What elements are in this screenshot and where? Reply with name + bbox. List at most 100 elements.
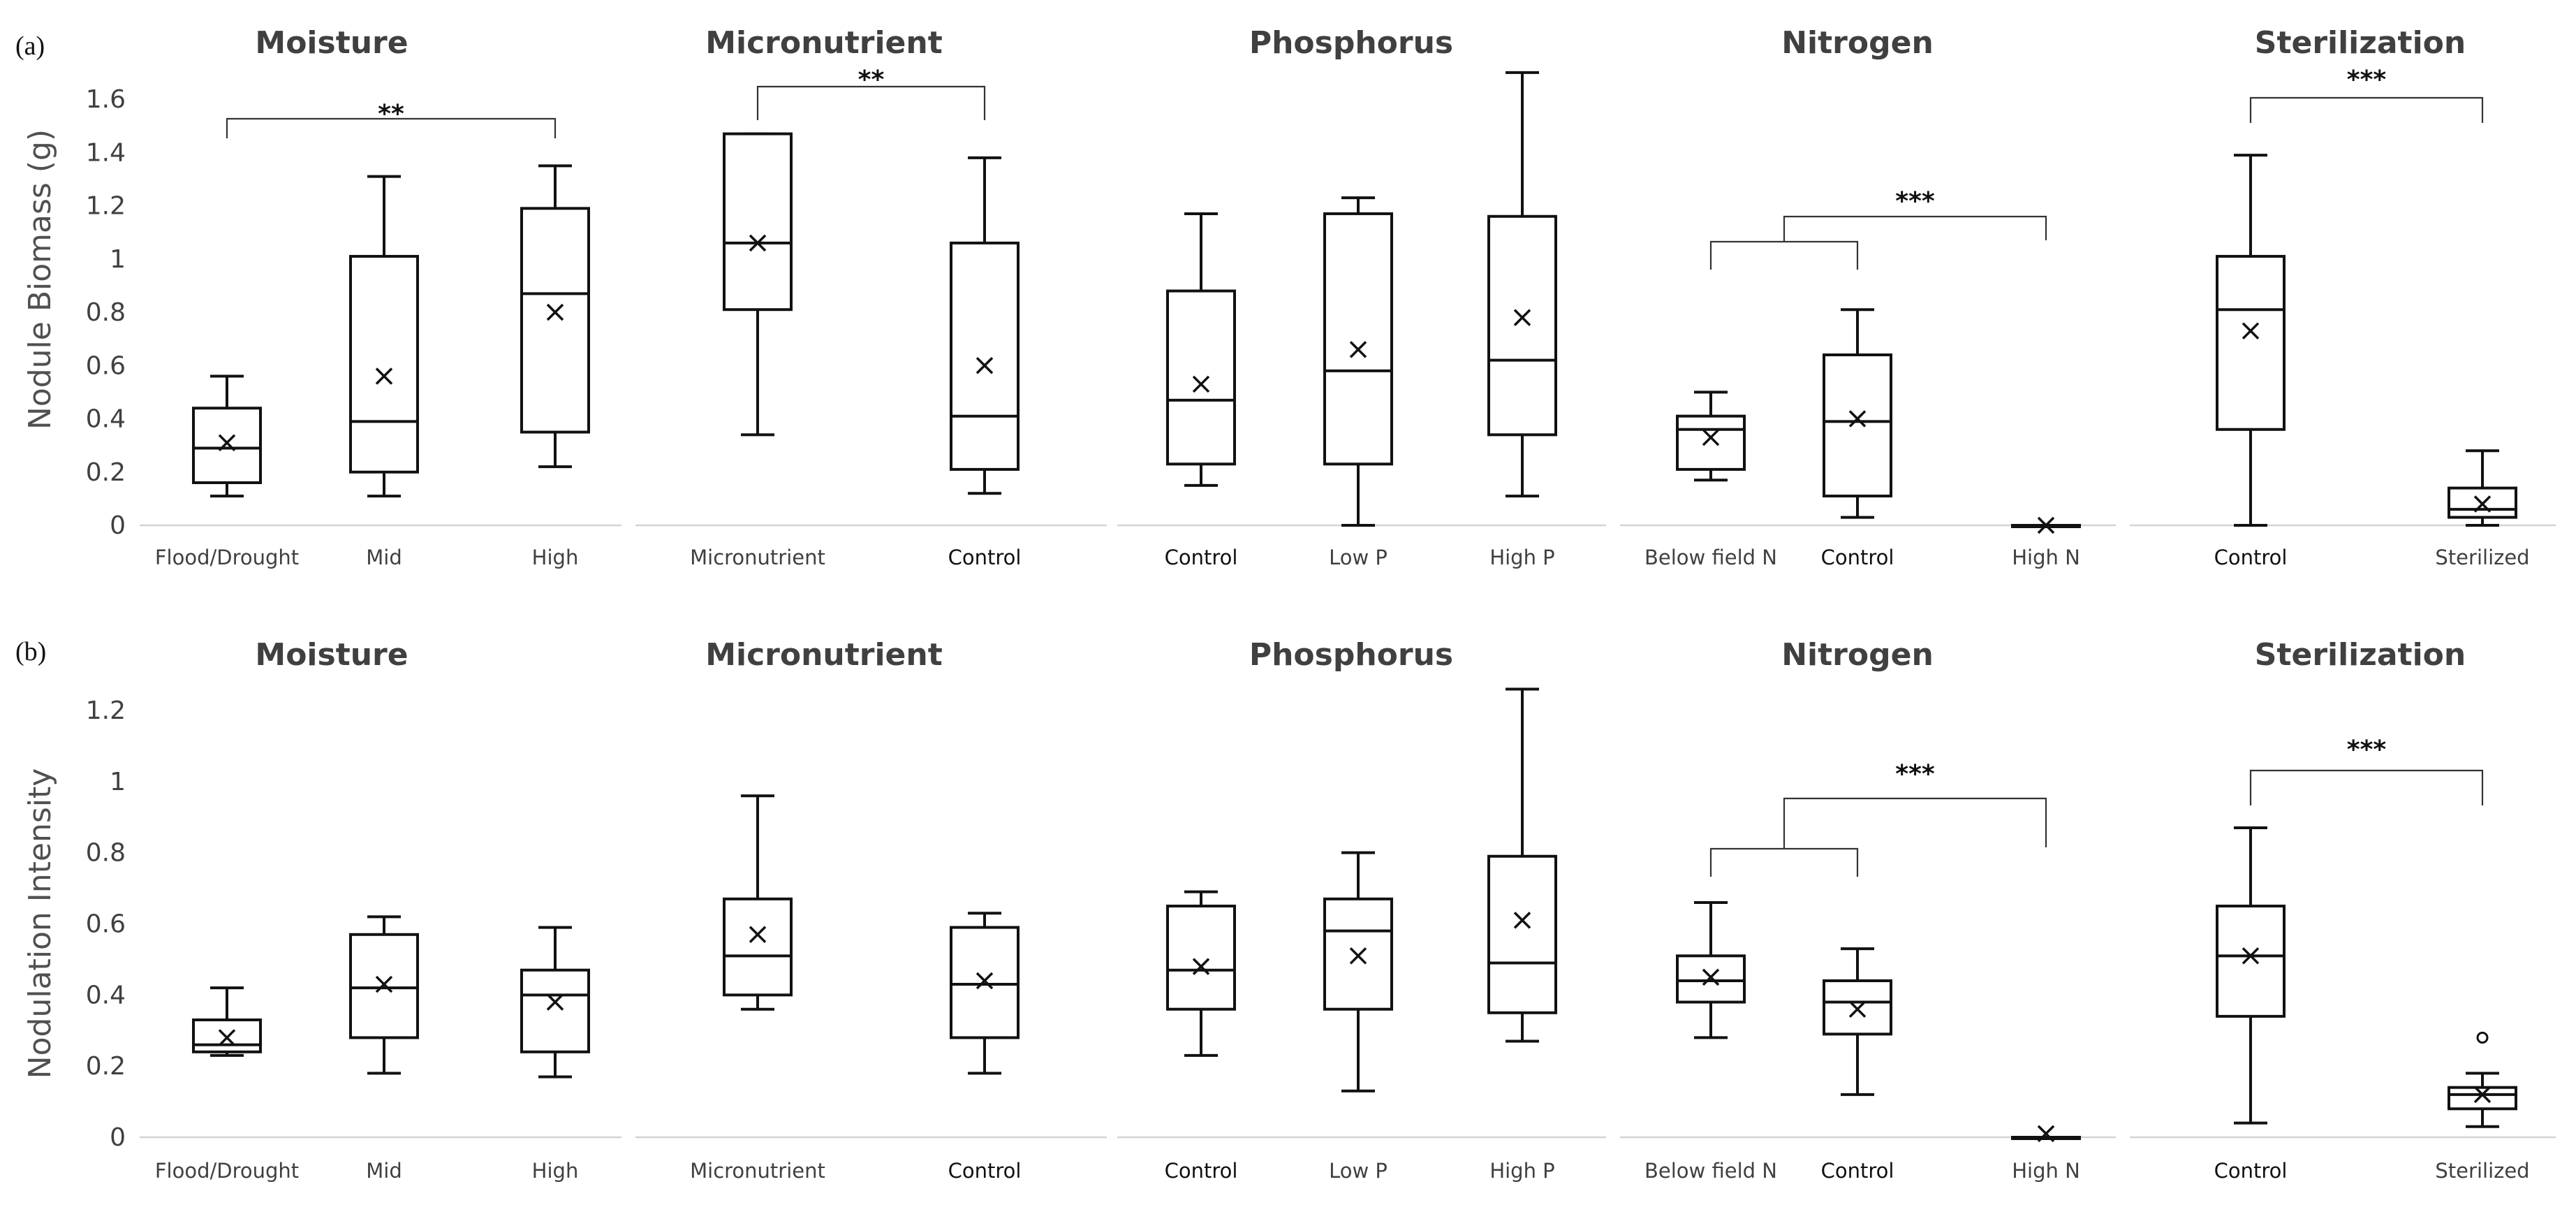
significance-label: ** [858, 66, 885, 94]
category-label: Control [2214, 1159, 2288, 1183]
bracket-line [226, 117, 557, 138]
y-tick-label: 0.2 [86, 1052, 126, 1081]
significance-label: *** [2347, 736, 2387, 764]
mean-marker [1192, 375, 1210, 393]
box-plot [1823, 308, 1892, 519]
box-plot [349, 915, 419, 1075]
mean-marker [1349, 341, 1367, 358]
box-plot [520, 926, 590, 1079]
category-label: High P [1489, 1159, 1554, 1183]
y-tick-label: 0.4 [86, 981, 126, 1009]
mean-marker [2473, 495, 2492, 513]
category-label: High N [2012, 546, 2080, 569]
box-plot [1487, 687, 1557, 1043]
category-label: High N [2012, 1159, 2080, 1183]
panel-label: (a) [15, 31, 45, 61]
box-plot [1823, 947, 1892, 1096]
category-label: High P [1489, 546, 1554, 569]
mean-marker [976, 357, 994, 374]
box-plot [723, 132, 793, 437]
panel-a: (a)Nodule Biomass (g)00.20.40.60.811.21.… [15, 25, 2556, 569]
box [1676, 954, 1746, 1004]
category-label: Low P [1329, 1159, 1388, 1183]
box-plot [1487, 71, 1557, 498]
mean-marker [375, 975, 393, 993]
group-title: Moisture [255, 25, 408, 61]
y-tick-label: 0.8 [86, 298, 126, 327]
y-tick-label: 1.2 [86, 696, 126, 725]
sub-bracket [1709, 240, 1859, 270]
significance-bracket: *** [1709, 187, 2047, 270]
mean-marker [546, 993, 564, 1011]
sub-bracket [1709, 847, 1859, 877]
box [192, 407, 262, 484]
mean-marker [375, 367, 393, 385]
bracket-line [756, 85, 986, 120]
box [2448, 1086, 2517, 1111]
mean-marker [2242, 947, 2260, 965]
panel-label: (b) [15, 637, 46, 666]
box-plot [1676, 390, 1746, 482]
mean-marker [1848, 410, 1867, 428]
box-plot [2216, 154, 2286, 527]
category-label: High [532, 1159, 579, 1183]
y-tick-label: 0 [110, 1123, 126, 1152]
category-label: Sterilized [2435, 546, 2529, 569]
group-title: Micronutrient [705, 637, 943, 673]
mean-marker [1513, 912, 1531, 929]
box-plot [2011, 1125, 2081, 1143]
y-tick-label: 1 [110, 768, 126, 796]
box-plot [349, 175, 419, 498]
category-label: Below field N [1644, 1159, 1777, 1183]
mean-marker [218, 1029, 236, 1046]
significance-bracket: *** [2249, 66, 2484, 123]
box [950, 241, 1020, 471]
y-tick-label: 1 [110, 245, 126, 274]
significance-label: *** [1895, 187, 1935, 216]
box [723, 897, 793, 997]
mean-marker [749, 926, 767, 944]
box-plot [1676, 900, 1746, 1039]
mean-marker [1192, 958, 1210, 975]
significance-label: *** [2347, 66, 2387, 94]
group-title: Moisture [255, 637, 408, 673]
y-tick-label: 1.6 [86, 85, 126, 114]
box-plot [1323, 851, 1393, 1093]
y-tick-label: 0.2 [86, 458, 126, 487]
mean-marker [218, 434, 236, 452]
box-plot [520, 164, 590, 469]
group-title: Sterilization [2255, 25, 2466, 61]
box [1323, 897, 1393, 1011]
category-label: High [532, 546, 579, 569]
mean-marker [2037, 1125, 2055, 1143]
box [1823, 979, 1892, 1036]
significance-bracket: *** [2249, 736, 2484, 805]
y-tick-label: 0.6 [86, 910, 126, 939]
y-tick-label: 1.4 [86, 138, 126, 167]
bracket-line [2249, 769, 2484, 805]
category-label: Control [948, 1159, 1022, 1183]
category-label: Control [1821, 546, 1894, 569]
mean-marker [2473, 1086, 2492, 1104]
y-tick-label: 0.8 [86, 839, 126, 868]
box [1823, 353, 1892, 498]
significance-bracket: ** [756, 66, 986, 120]
category-label: Flood/Drought [155, 1159, 299, 1183]
box-plot [2448, 449, 2517, 527]
bracket-line [1783, 797, 2047, 849]
box [2216, 905, 2286, 1018]
box-plot [2448, 1031, 2517, 1128]
category-label: Low P [1329, 546, 1388, 569]
box [1676, 414, 1746, 471]
box-plot [950, 912, 1020, 1075]
box-plot [1323, 196, 1393, 527]
y-tick-label: 0 [110, 511, 126, 540]
mean-marker [976, 972, 994, 990]
